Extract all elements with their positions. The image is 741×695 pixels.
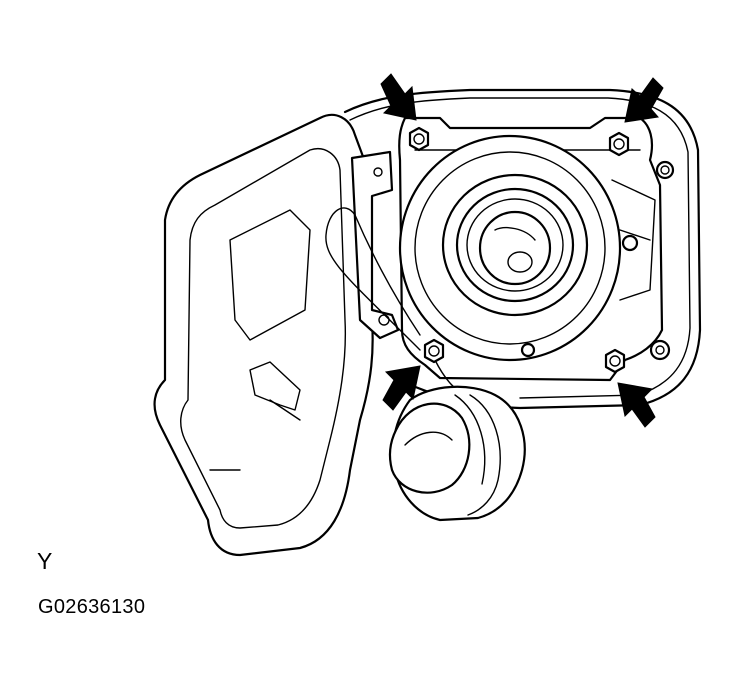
bolt-icon <box>423 338 445 364</box>
bolt-icon <box>604 348 626 374</box>
filler-neck <box>398 134 622 362</box>
bolt-icon <box>608 131 630 157</box>
view-label: Y <box>37 548 53 574</box>
arrow-icon <box>617 382 656 428</box>
bolt-icon <box>408 126 430 152</box>
fuel-lid-door <box>153 113 400 557</box>
bolts <box>408 126 630 374</box>
fuel-cap <box>388 385 526 522</box>
figure-code: G02636130 <box>38 596 146 618</box>
arrow-icon <box>380 73 417 121</box>
mounting-holes <box>649 160 675 361</box>
pointer-arrows <box>380 73 664 428</box>
arrow-icon <box>624 77 664 123</box>
arrow-icon <box>382 365 421 411</box>
